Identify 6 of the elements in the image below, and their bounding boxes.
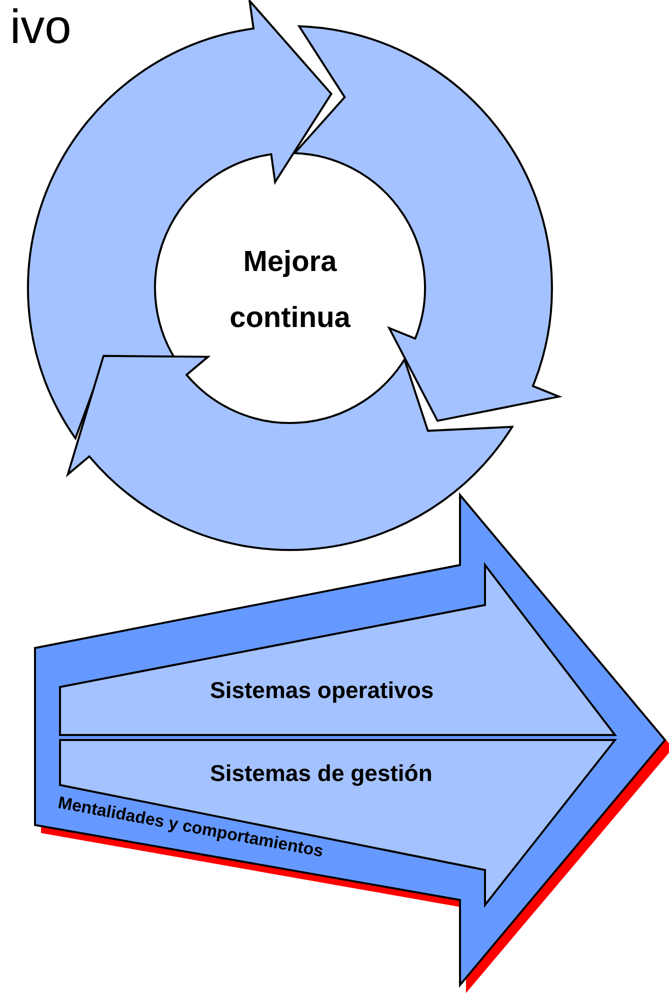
band-label: Sistemas operativos <box>210 677 434 704</box>
title-fragment: ivo <box>10 0 72 56</box>
center-label: Mejora continua <box>195 235 385 345</box>
arrow-band <box>60 740 620 910</box>
band-label: Sistemas de gestión <box>210 760 432 787</box>
arrow-band <box>60 565 620 737</box>
